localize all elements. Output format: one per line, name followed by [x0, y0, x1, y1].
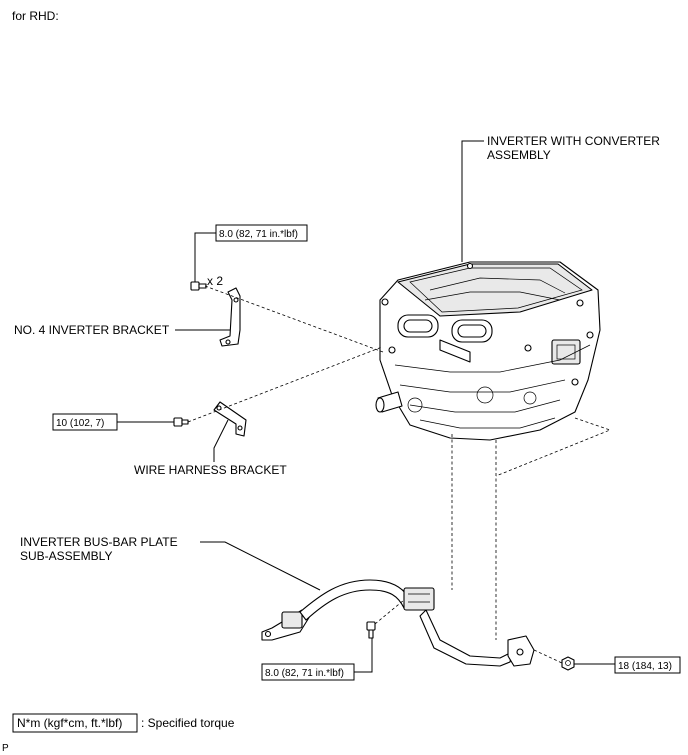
busbar-plate-label-line2: SUB-ASSEMBLY: [20, 549, 112, 563]
bracket-bolt-leader-line: [194, 232, 216, 282]
no4-inverter-bracket-label: NO. 4 INVERTER BRACKET: [14, 323, 170, 337]
inverter-busbar-plate: [261, 579, 535, 667]
no4-inverter-bracket: [219, 287, 241, 347]
torque-box-nut: [614, 656, 681, 674]
wire-harness-bracket: [213, 401, 247, 437]
bolt-quantity-label: x 2: [207, 274, 223, 288]
torque-value-harness-bolt: 10 (102, 7): [56, 418, 104, 429]
terminal-alignment-line: [495, 417, 612, 477]
variant-label: for RHD:: [12, 9, 59, 23]
busbar-leader-line: [200, 541, 321, 591]
harness-bracket-leader-line: [213, 419, 229, 462]
busbar-plate-label-line1: INVERTER BUS-BAR PLATE: [20, 535, 178, 549]
inverter-leader-line: [461, 140, 484, 262]
torque-unit-legend: N*m (kgf*cm, ft.*lbf): [17, 716, 122, 730]
busbar-bolt-leader-line: [354, 638, 373, 673]
harness-bracket-bolt: [173, 417, 189, 427]
torque-unit-legend-box: [12, 713, 138, 733]
busbar-bolt: [366, 621, 376, 639]
wire-harness-bracket-label: WIRE HARNESS BRACKET: [134, 463, 287, 477]
harness-bolt-alignment-line: [187, 346, 383, 423]
bracket-bolt-alignment-line: [204, 285, 384, 353]
torque-legend-description: : Specified torque: [141, 716, 235, 730]
nut-alignment-line: [533, 649, 563, 664]
torque-value-nut: 18 (184, 13): [618, 661, 672, 672]
figure-code: P: [2, 743, 9, 754]
inverter-assembly-label-line2: ASSEMBLY: [487, 148, 551, 162]
torque-value-bracket-bolts: 8.0 (82, 71 in.*lbf): [219, 229, 298, 240]
busbar-bolt-alignment-line: [374, 599, 405, 625]
inverter-assembly-label-line1: INVERTER WITH CONVERTER: [487, 134, 660, 148]
inverter-with-converter-assembly: [375, 261, 601, 441]
torque-value-busbar-bolt: 8.0 (82, 71 in.*lbf): [265, 668, 344, 679]
bracket-bolt: [190, 281, 207, 291]
terminal-nut: [561, 656, 575, 671]
